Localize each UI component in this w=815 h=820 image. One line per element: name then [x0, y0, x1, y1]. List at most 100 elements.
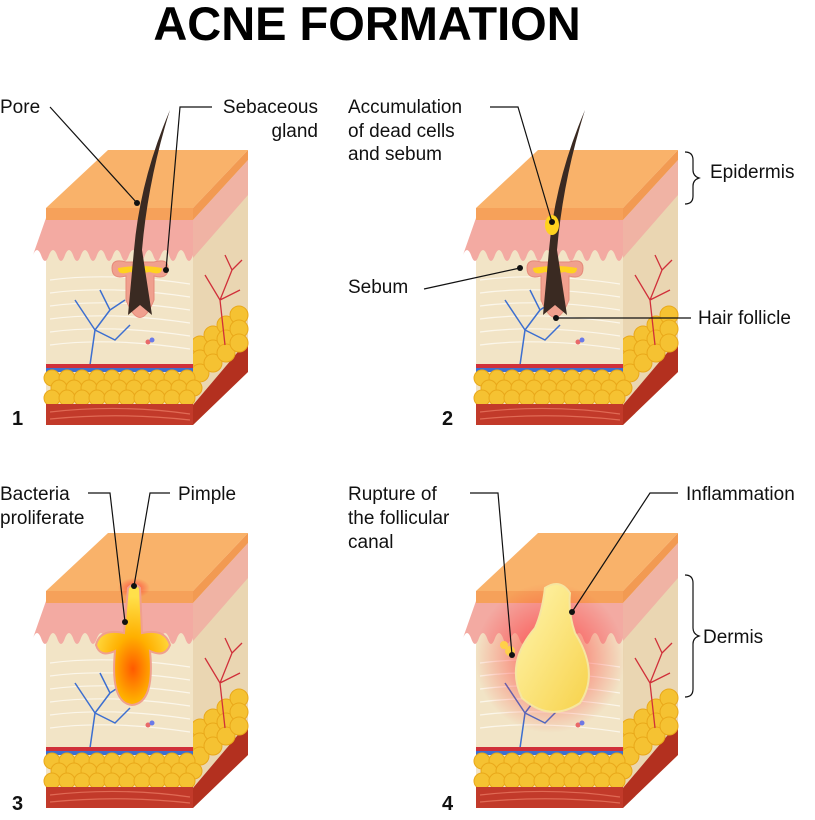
- fat-cell: [43, 772, 61, 790]
- leader-line-pore: [49, 106, 138, 204]
- leader-dot-inflammation: [569, 609, 575, 615]
- fat-cell: [503, 772, 521, 790]
- skin-block-stage-2: [463, 110, 679, 425]
- fat-cell: [608, 389, 626, 407]
- hair-shaft: [543, 110, 585, 315]
- label-rupture-line2: the follicular: [348, 508, 450, 529]
- stratum-corneum: [46, 591, 193, 603]
- fat-cell: [593, 772, 611, 790]
- label-pore: Pore: [0, 97, 40, 118]
- artery: [204, 637, 243, 729]
- label-accumulation-line1: Accumulation: [348, 97, 462, 118]
- leader-dot-pimple: [131, 583, 137, 589]
- side-muscle: [193, 340, 248, 425]
- side-epidermis: [623, 543, 678, 641]
- label-inflammation: Inflammation: [686, 484, 795, 505]
- ruptured-follicle: [514, 583, 590, 713]
- fat-cell: [73, 772, 91, 790]
- label-rupture-line3: canal: [348, 532, 393, 553]
- dermis-fiber: [49, 341, 191, 350]
- fat-cell: [58, 772, 76, 790]
- dermis-fiber: [49, 724, 191, 733]
- label-sebum: Sebum: [348, 277, 408, 298]
- fat-cell: [88, 389, 106, 407]
- stage-number-4: 4: [442, 793, 454, 815]
- diagram-title: ACNE FORMATION: [153, 0, 580, 50]
- stage-number-1: 1: [12, 408, 23, 430]
- fat-cell: [473, 772, 491, 790]
- leader-line-sebaceous-gland: [165, 106, 212, 271]
- fat-cell: [118, 389, 136, 407]
- leader-line-pimple: [133, 492, 170, 587]
- fat-cell: [203, 353, 223, 373]
- fat-cell: [548, 772, 566, 790]
- artery-band: [46, 747, 193, 751]
- vein: [74, 289, 131, 366]
- label-accumulation-line2: of dead cells: [348, 121, 455, 142]
- fat-cell: [203, 736, 223, 756]
- artery: [204, 254, 243, 346]
- leader-dot-bacteria: [122, 619, 128, 625]
- fat-cell: [659, 716, 679, 736]
- muscle-fiber: [49, 407, 191, 421]
- top-surface: [476, 150, 678, 208]
- skin-block-stage-1: [33, 110, 249, 425]
- fat-cell: [148, 389, 166, 407]
- side-epidermis-top: [623, 533, 678, 603]
- label-sebaceous-gland-line2: gland: [272, 121, 319, 142]
- fat-cell: [633, 736, 653, 756]
- fat-cell: [88, 772, 106, 790]
- dermis-fiber: [479, 328, 621, 337]
- muscle-fiber: [479, 407, 621, 421]
- debris: [500, 641, 508, 649]
- fat-cell: [216, 343, 236, 363]
- artery-band: [476, 747, 623, 751]
- leader-dot-pore: [134, 200, 140, 206]
- fat-cell: [216, 726, 236, 746]
- side-epidermis-top: [193, 150, 248, 220]
- artery: [634, 637, 673, 729]
- fat-cell: [103, 772, 121, 790]
- blood-cell: [575, 339, 581, 345]
- leader-line-inflammation: [571, 492, 678, 613]
- dermis-fiber: [49, 302, 191, 311]
- fat-cell: [578, 772, 596, 790]
- dermis-fiber: [49, 289, 191, 298]
- fat-cell: [163, 389, 181, 407]
- side-epidermis-top: [623, 150, 678, 220]
- hair-shaft: [128, 110, 170, 315]
- fat-cell: [178, 389, 196, 407]
- fat-cell: [563, 389, 581, 407]
- blood-cell: [145, 722, 151, 728]
- label-pimple: Pimple: [178, 484, 236, 505]
- side-epidermis: [193, 543, 248, 641]
- fat-cell: [563, 772, 581, 790]
- dermis-fiber: [49, 276, 191, 285]
- fat-cell: [103, 389, 121, 407]
- dermis-fiber: [479, 315, 621, 324]
- label-bacteria-line2: proliferate: [0, 508, 85, 529]
- muscle-layer: [46, 787, 193, 808]
- muscle-fiber: [479, 790, 621, 804]
- leader-dot-sebaceous-gland: [163, 267, 169, 273]
- dermis-fiber: [49, 328, 191, 337]
- bracket-dermis: [684, 574, 701, 698]
- artery: [634, 254, 673, 346]
- fat-cell: [533, 772, 551, 790]
- fat-cell: [133, 389, 151, 407]
- label-bacteria-line1: Bacteria: [0, 484, 70, 505]
- leader-line-accumulation: [490, 106, 553, 223]
- leader-line-sebum: [423, 267, 521, 290]
- epidermis-layer: [33, 218, 193, 261]
- label-hair-follicle: Hair follicle: [698, 308, 791, 329]
- fat-cell: [593, 389, 611, 407]
- artery-band: [476, 364, 623, 368]
- muscle-layer: [476, 404, 623, 425]
- side-muscle: [623, 340, 678, 425]
- fat-cell: [608, 772, 626, 790]
- stratum-corneum: [46, 208, 193, 220]
- fat-cell: [58, 389, 76, 407]
- label-accumulation-line3: and sebum: [348, 144, 442, 165]
